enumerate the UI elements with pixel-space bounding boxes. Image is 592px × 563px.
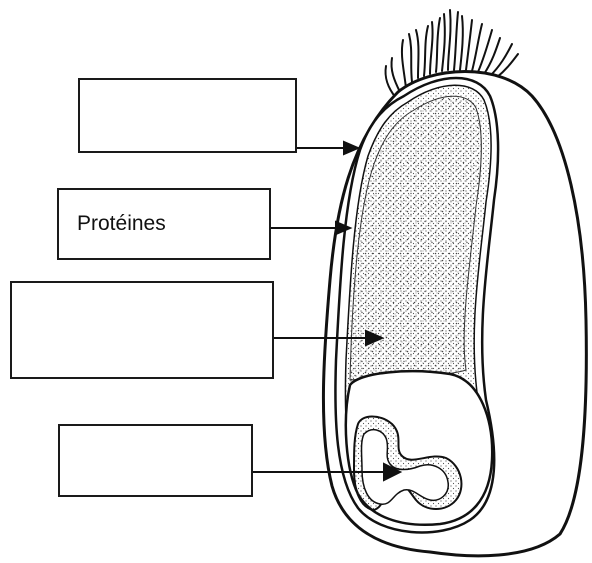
- label-box-2[interactable]: Protéines: [57, 188, 271, 260]
- arrowhead-1: [344, 142, 358, 154]
- label-text-2: Protéines: [77, 212, 166, 236]
- label-box-3[interactable]: [10, 281, 274, 379]
- label-box-1[interactable]: [78, 78, 297, 153]
- label-box-4[interactable]: [58, 424, 253, 497]
